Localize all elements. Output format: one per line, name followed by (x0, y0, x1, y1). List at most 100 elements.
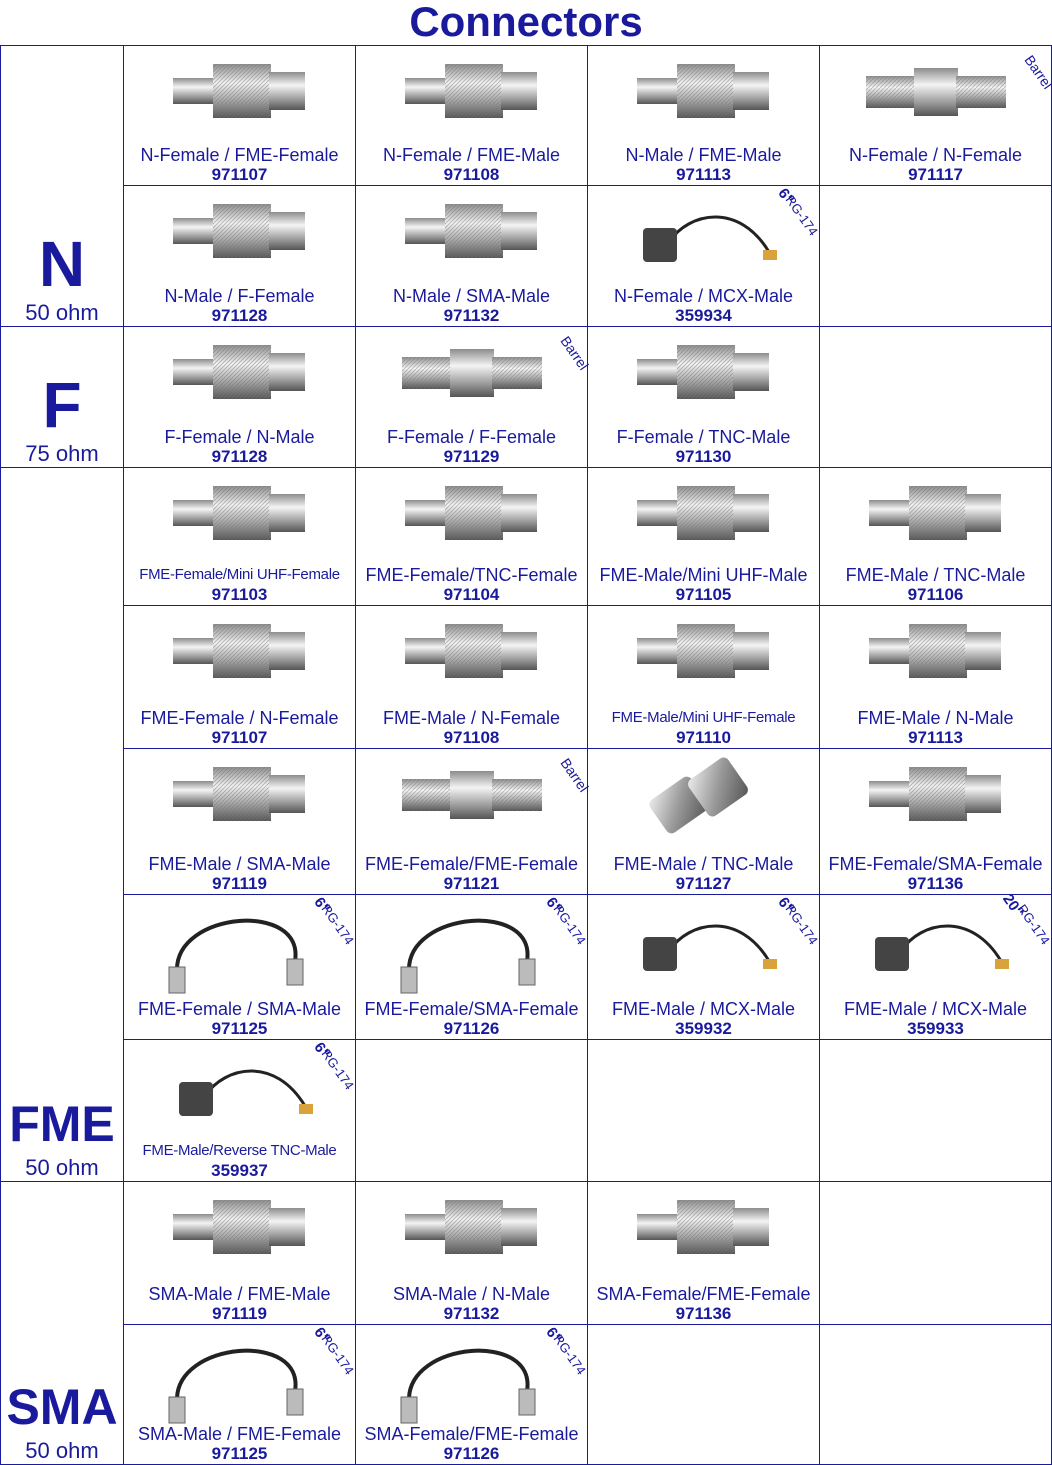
product-name: FME-Male / MCX-Male (843, 999, 1027, 1019)
part-number: 359933 (907, 1019, 964, 1038)
part-number: 971126 (443, 1019, 500, 1038)
empty-cell (819, 1039, 1052, 1182)
group-impedance: 50 ohm (25, 300, 99, 325)
product-image (356, 333, 587, 425)
part-number: 971121 (443, 874, 500, 893)
group-letter: FME (9, 1096, 115, 1152)
part-number: 971132 (443, 306, 500, 325)
product-image (124, 901, 355, 994)
group-impedance: 75 ohm (25, 441, 99, 466)
group-n: N 50 ohm (0, 45, 124, 327)
product-image (124, 333, 355, 425)
part-number: 971136 (675, 1304, 732, 1323)
part-number: 971129 (443, 447, 500, 466)
part-number: 971128 (211, 306, 268, 325)
product-image (588, 52, 819, 144)
product-name: N-Female / FME-Female (140, 145, 339, 165)
product-image (124, 192, 355, 284)
part-number: 971108 (443, 165, 500, 184)
product-name: FME-Male/Mini UHF-Male (599, 565, 808, 585)
part-number: 971104 (443, 585, 500, 604)
product-image (820, 901, 1051, 993)
product-name: FME-Male / N-Female (382, 708, 561, 728)
part-number: 971107 (211, 165, 268, 184)
part-number: 971126 (443, 1444, 500, 1463)
product-name: FME-Female/FME-Female (364, 854, 579, 874)
product-image (356, 474, 587, 566)
product-image (124, 755, 355, 847)
product-image (124, 612, 355, 704)
empty-cell (819, 185, 1052, 327)
group-f: F 75 ohm (0, 326, 124, 468)
product-name: FME-Male / N-Male (857, 708, 1014, 728)
product-name: F-Female / F-Female (386, 427, 557, 447)
product-name: F-Female / TNC-Male (616, 427, 791, 447)
product-image (124, 1046, 355, 1138)
product-name: FME-Male / TNC-Male (845, 565, 1026, 585)
product-image (588, 474, 819, 566)
product-name: FME-Male/Mini UHF-Female (611, 709, 796, 726)
part-number: 971119 (212, 874, 267, 893)
product-name: F-Female / N-Male (164, 427, 315, 447)
part-number: 971117 (908, 165, 963, 184)
product-name: FME-Male/Reverse TNC-Male (142, 1142, 337, 1159)
product-name: FME-Female/TNC-Female (365, 565, 578, 585)
part-number: 359932 (675, 1019, 732, 1038)
group-letter: F (42, 369, 82, 441)
product-name: FME-Female/Mini UHF-Female (139, 566, 340, 583)
empty-cell (587, 1324, 820, 1465)
group-letter: SMA (6, 1379, 118, 1435)
product-image (356, 52, 587, 144)
part-number: 971108 (443, 728, 500, 747)
product-image (820, 755, 1051, 847)
product-name: FME-Female/SMA-Female (828, 854, 1043, 874)
product-name: FME-Male / MCX-Male (611, 999, 795, 1019)
product-name: FME-Male / TNC-Male (613, 854, 794, 874)
product-name: FME-Female / SMA-Male (137, 999, 342, 1019)
group-impedance: 50 ohm (25, 1155, 99, 1180)
product-image (820, 612, 1051, 704)
product-image (124, 474, 355, 566)
product-image (124, 1188, 355, 1280)
product-name: N-Female / N-Female (848, 145, 1023, 165)
product-name: SMA-Male / FME-Male (148, 1284, 331, 1304)
product-name: N-Female / MCX-Male (613, 286, 794, 306)
product-image (588, 333, 819, 425)
empty-cell (587, 1039, 820, 1182)
empty-cell (819, 1324, 1052, 1465)
group-fme: FME 50 ohm (0, 467, 124, 1182)
part-number: 971110 (676, 728, 731, 747)
part-number: 971130 (675, 447, 732, 466)
part-number: 971127 (675, 874, 732, 893)
product-name: FME-Female / N-Female (140, 708, 339, 728)
product-name: SMA-Female/FME-Female (364, 1424, 579, 1444)
group-sma: SMA 50 ohm (0, 1181, 124, 1465)
part-number: 971125 (211, 1019, 268, 1038)
product-name: N-Male / SMA-Male (392, 286, 551, 306)
product-name: N-Male / F-Female (164, 286, 315, 306)
part-number: 971113 (908, 728, 963, 747)
part-number: 971107 (211, 728, 268, 747)
product-image (356, 612, 587, 704)
group-impedance: 50 ohm (25, 1438, 99, 1463)
